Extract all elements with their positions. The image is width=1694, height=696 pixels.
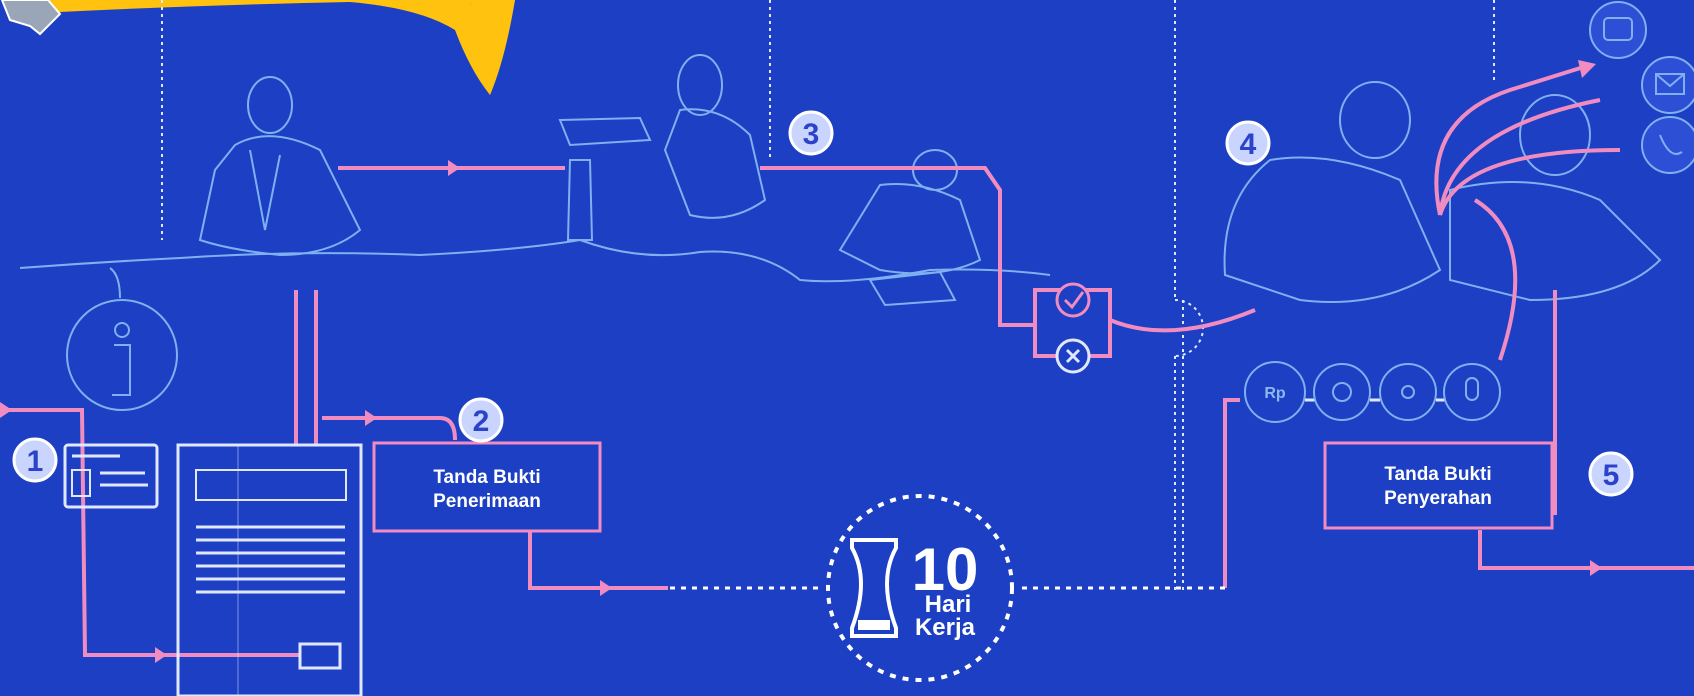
money-label: Rp: [1264, 385, 1286, 402]
money-icon: Rp: [1245, 362, 1305, 422]
officer-left-figure: [200, 77, 360, 255]
counter-sketch: [20, 240, 1050, 298]
microphone-icon: [1444, 364, 1500, 420]
delivery-box: Tanda Bukti Penyerahan: [1325, 443, 1552, 528]
receipt-box-line2: Penerimaan: [433, 491, 541, 512]
officer-desk-figure: [560, 55, 765, 240]
step-2-badge: 2: [460, 399, 502, 441]
step-3-number: 3: [803, 118, 820, 151]
receipt-box: Tanda Bukti Penerimaan: [374, 443, 600, 531]
flow-lines: [0, 60, 1694, 663]
handover-figures: [1225, 82, 1660, 302]
speech-bubble: [20, 0, 515, 95]
step-2-number: 2: [473, 405, 490, 438]
step-4-badge: 4: [1227, 122, 1269, 164]
envelope-icon: [1642, 57, 1694, 113]
cd-icon: [1380, 364, 1436, 420]
step-4-number: 4: [1240, 128, 1257, 161]
officer-writing-figure: [840, 150, 980, 305]
phone-icon: [1642, 117, 1694, 173]
step-5-badge: 5: [1590, 453, 1632, 495]
pointer-arrow-icon: [2, 0, 60, 34]
mailbox-icon: [1590, 2, 1646, 58]
hourglass-icon: [852, 540, 896, 636]
delivery-box-line1: Tanda Bukti: [1384, 464, 1491, 485]
info-icon: [67, 300, 177, 410]
step-5-number: 5: [1603, 459, 1620, 492]
receipt-box-line1: Tanda Bukti: [433, 467, 540, 488]
reject-x-icon: [1057, 340, 1089, 372]
delivery-box-line2: Penyerahan: [1384, 488, 1492, 509]
step-3-badge: 3: [790, 112, 832, 154]
form-document-icon: [178, 445, 361, 696]
camera-icon: [1314, 364, 1370, 420]
timer-line2: Kerja: [915, 614, 976, 641]
id-card-icon: [65, 445, 157, 507]
step-1-badge: 1: [14, 439, 56, 481]
step-1-number: 1: [27, 445, 44, 478]
